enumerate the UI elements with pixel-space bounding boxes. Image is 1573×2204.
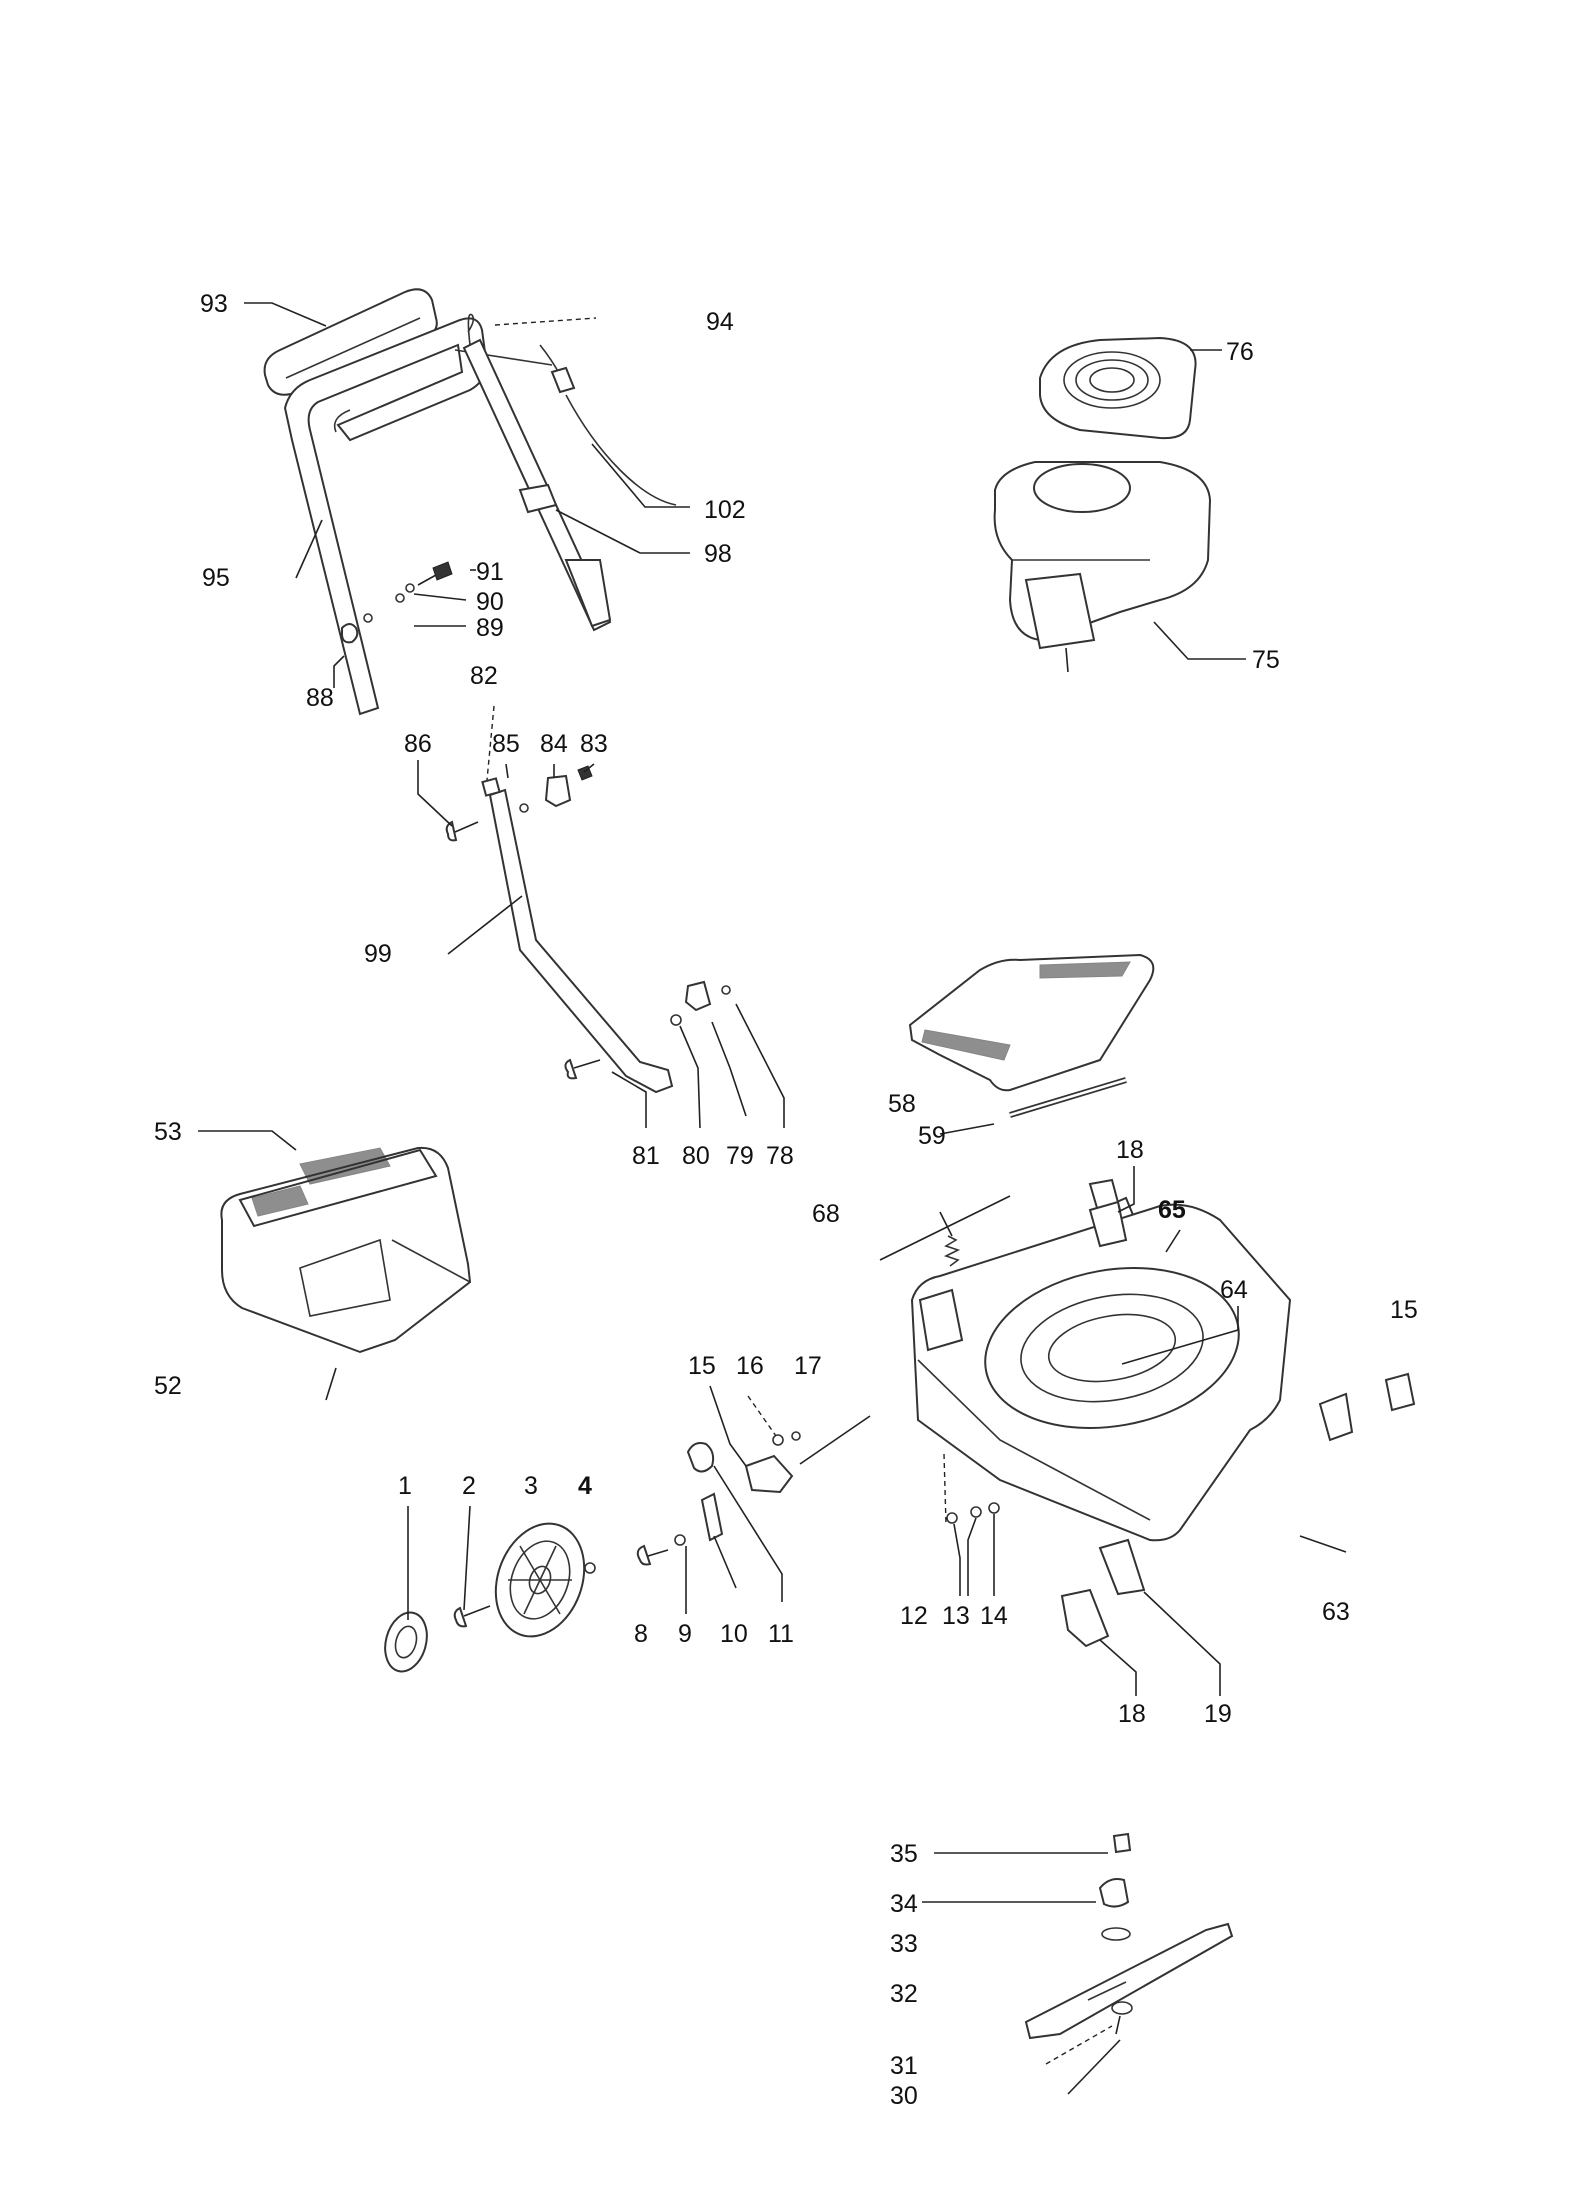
callout-82: 82 xyxy=(470,662,498,690)
callout-8: 8 xyxy=(634,1620,648,1648)
part-engine xyxy=(993,461,1212,673)
part-deck xyxy=(910,1200,1292,1542)
callout-91: 91 xyxy=(476,558,504,586)
part-grass-catcher xyxy=(220,1146,472,1354)
callout-90: 90 xyxy=(476,588,504,616)
callout-98: 98 xyxy=(704,540,732,568)
callout-65: 65 xyxy=(1158,1196,1186,1224)
callout-86: 86 xyxy=(404,730,432,758)
part-lower-handle xyxy=(481,777,674,1094)
part-wheel xyxy=(494,1522,586,1638)
part-rear-flap xyxy=(908,953,1155,1092)
part-bolt-86 xyxy=(445,820,479,842)
callout-35: 35 xyxy=(890,1840,918,1868)
part-blade-assembly xyxy=(1024,1832,1234,2040)
callout-81: 81 xyxy=(632,1142,660,1170)
callout-19: 19 xyxy=(1204,1700,1232,1728)
callout-18-bottom: 18 xyxy=(1118,1700,1146,1728)
callout-83: 83 xyxy=(580,730,608,758)
callout-9: 9 xyxy=(678,1620,692,1648)
part-bolt-81 xyxy=(564,1058,601,1080)
part-spring xyxy=(943,1235,961,1267)
part-clamp xyxy=(544,765,593,808)
part-front-brackets xyxy=(686,1431,801,1542)
callout-93: 93 xyxy=(200,290,228,318)
callout-75: 75 xyxy=(1252,646,1280,674)
callout-52: 52 xyxy=(154,1372,182,1400)
callout-2: 2 xyxy=(462,1472,476,1500)
callout-11: 11 xyxy=(768,1620,794,1648)
callout-78: 78 xyxy=(766,1142,794,1170)
callout-17: 17 xyxy=(794,1352,822,1380)
leader-lines xyxy=(198,302,1347,2095)
callout-84: 84 xyxy=(540,730,568,758)
part-axle-bolt xyxy=(453,1605,491,1628)
callout-18-top: 18 xyxy=(1116,1136,1144,1164)
callout-4: 4 xyxy=(578,1472,592,1500)
callout-14: 14 xyxy=(980,1602,1008,1630)
callout-33: 33 xyxy=(890,1930,918,1958)
part-side-brackets xyxy=(1318,1372,1416,1442)
callout-34: 34 xyxy=(890,1890,918,1918)
callout-30: 30 xyxy=(890,2082,918,2110)
callout-31: 31 xyxy=(890,2052,918,2080)
part-handle-grip xyxy=(263,288,438,396)
callout-32: 32 xyxy=(890,1980,918,2008)
callout-10: 10 xyxy=(720,1620,748,1648)
callout-15-left: 15 xyxy=(688,1352,716,1380)
part-cable xyxy=(467,313,677,506)
callout-1: 1 xyxy=(398,1472,412,1500)
callout-88: 88 xyxy=(306,684,334,712)
callout-58: 58 xyxy=(888,1090,916,1118)
callout-12: 12 xyxy=(900,1602,928,1630)
part-deck-hardware xyxy=(946,1502,1000,1524)
callout-95: 95 xyxy=(202,564,230,592)
callout-16: 16 xyxy=(736,1352,764,1380)
callout-13: 13 xyxy=(942,1602,970,1630)
part-pivot-hardware xyxy=(670,980,731,1026)
part-handle-tube xyxy=(462,338,612,632)
callout-76: 76 xyxy=(1226,338,1254,366)
callout-102: 102 xyxy=(704,496,746,524)
part-engine-cover xyxy=(1039,336,1197,440)
callout-63: 63 xyxy=(1322,1598,1350,1626)
callout-3: 3 xyxy=(524,1472,538,1500)
callout-15-right: 15 xyxy=(1390,1296,1418,1324)
part-upper-handle xyxy=(283,317,553,716)
callout-labels: 93 94 76 102 98 95 91 90 89 75 88 82 86 … xyxy=(154,290,1418,2110)
callout-85: 85 xyxy=(492,730,520,758)
part-wheel-bolt xyxy=(636,1534,686,1566)
callout-89: 89 xyxy=(476,614,504,642)
part-wheel-washer xyxy=(584,1562,596,1574)
callout-79: 79 xyxy=(726,1142,754,1170)
callout-68: 68 xyxy=(812,1200,840,1228)
part-handle-hardware xyxy=(341,561,453,644)
callout-99: 99 xyxy=(364,940,392,968)
callout-64: 64 xyxy=(1220,1276,1248,1304)
part-hub-cap xyxy=(384,1611,428,1673)
callout-53: 53 xyxy=(154,1118,182,1146)
callout-59: 59 xyxy=(918,1122,946,1150)
callout-80: 80 xyxy=(682,1142,710,1170)
part-lower-brackets xyxy=(1060,1538,1146,1648)
callout-94: 94 xyxy=(706,308,734,336)
part-rod xyxy=(1009,1077,1127,1118)
